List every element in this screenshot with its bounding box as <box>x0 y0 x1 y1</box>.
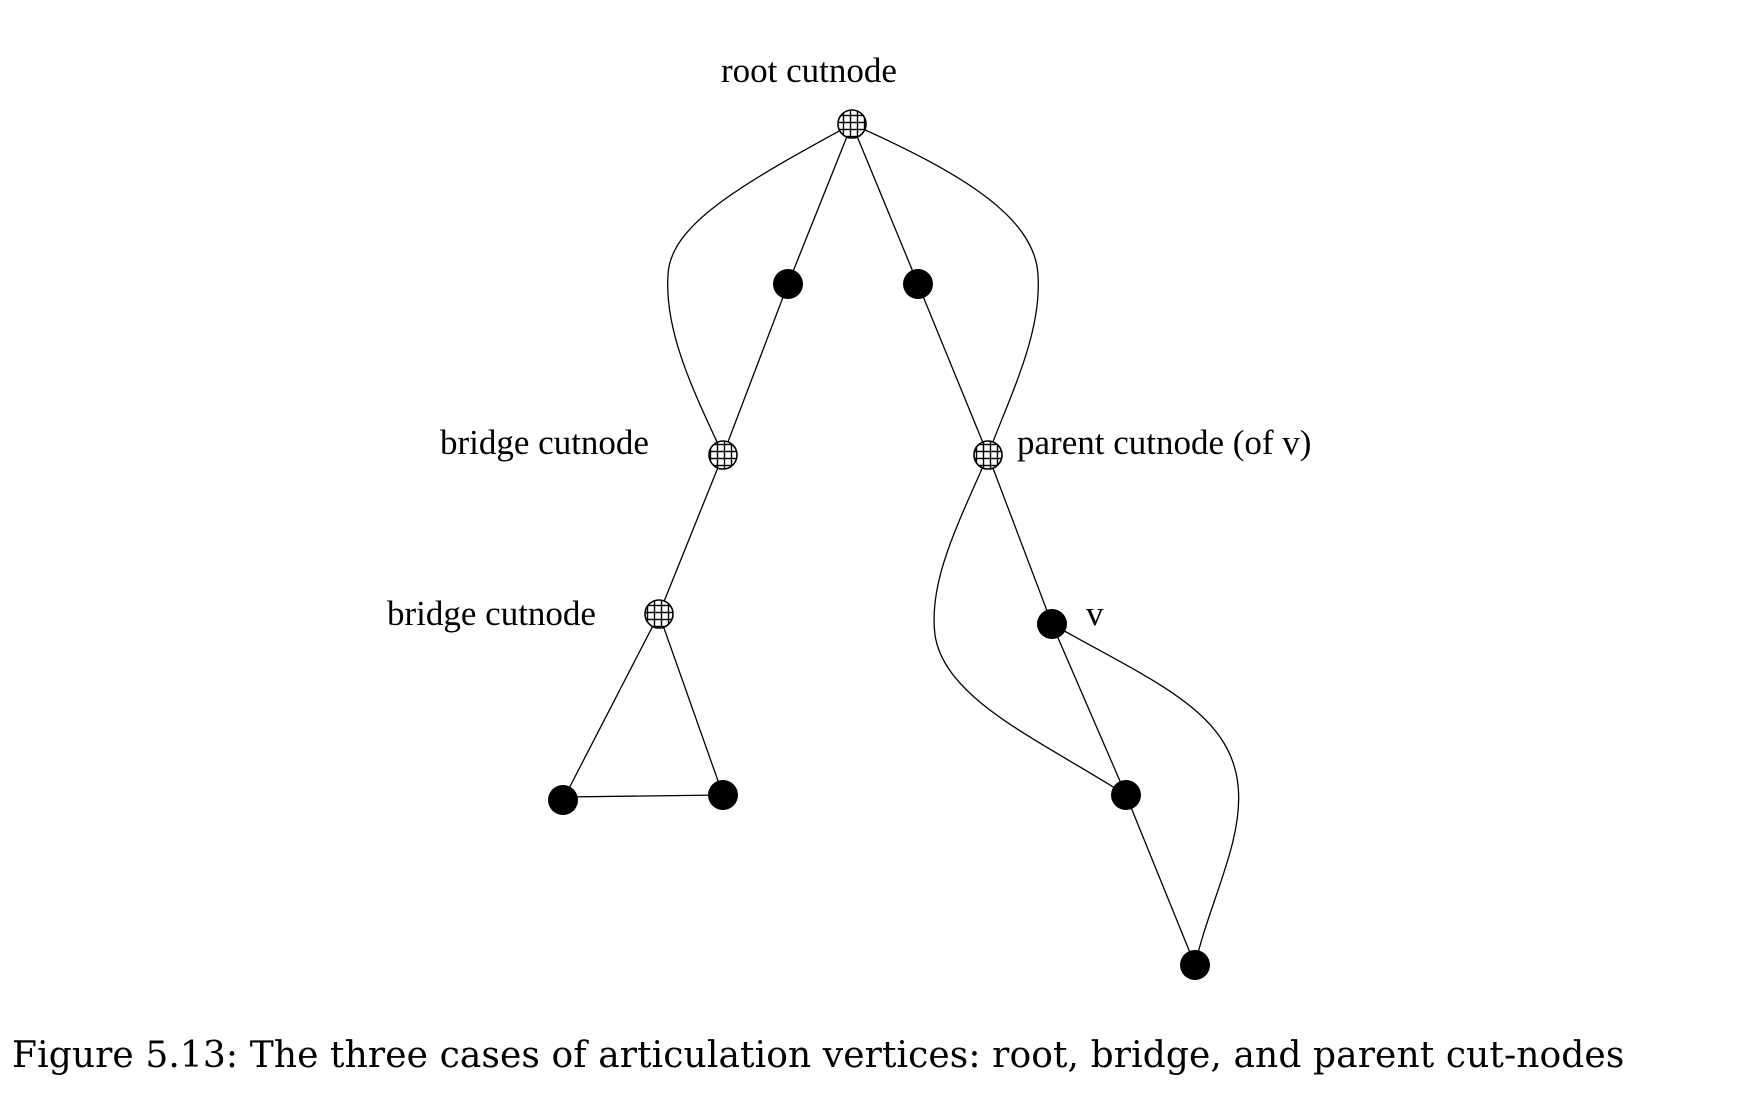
node-right-upper <box>903 269 933 299</box>
edge-parent-v <box>987 454 1053 625</box>
label-root-cutnode: root cutnode <box>721 51 897 90</box>
edge-root-right-node <box>851 123 919 285</box>
label-v: v <box>1086 594 1104 633</box>
node-right-bottom <box>1180 950 1210 980</box>
figure-caption: Figure 5.13: The three cases of articula… <box>12 1035 1625 1076</box>
edge-root-parent-curve <box>851 123 1039 456</box>
edge-parent-mid-curve <box>933 454 1127 796</box>
edges <box>562 123 1240 966</box>
node-v <box>1037 609 1067 639</box>
edge-left-node-bridge-upper <box>722 283 789 456</box>
edge-v-bottom-curve <box>1051 623 1240 966</box>
edge-bridge-lower-tri-right <box>658 613 724 796</box>
bridge-cutnode-upper <box>708 440 738 470</box>
nodes <box>548 109 1210 980</box>
node-triangle-left <box>548 785 578 815</box>
edge-bridge-lower-tri-left <box>562 613 660 801</box>
bridge-cutnode-lower <box>644 599 674 629</box>
labels: root cutnode bridge cutnode bridge cutno… <box>387 51 1311 633</box>
node-triangle-right <box>708 780 738 810</box>
edge-mid-bottom <box>1125 794 1196 966</box>
edge-right-node-parent <box>917 283 989 456</box>
edge-root-left-node <box>787 123 853 285</box>
label-bridge-cutnode-upper: bridge cutnode <box>440 423 649 462</box>
edge-v-mid <box>1051 623 1127 796</box>
node-right-middle <box>1111 780 1141 810</box>
parent-cutnode <box>973 440 1003 470</box>
edge-tri-left-tri-right <box>562 794 724 798</box>
label-bridge-cutnode-lower: bridge cutnode <box>387 594 596 633</box>
label-parent-cutnode: parent cutnode (of v) <box>1017 423 1311 462</box>
edge-root-bridge-curve <box>667 123 853 456</box>
edge-bridge-upper-bridge-lower <box>658 454 724 615</box>
node-left-upper <box>773 269 803 299</box>
root-cutnode <box>837 109 867 139</box>
